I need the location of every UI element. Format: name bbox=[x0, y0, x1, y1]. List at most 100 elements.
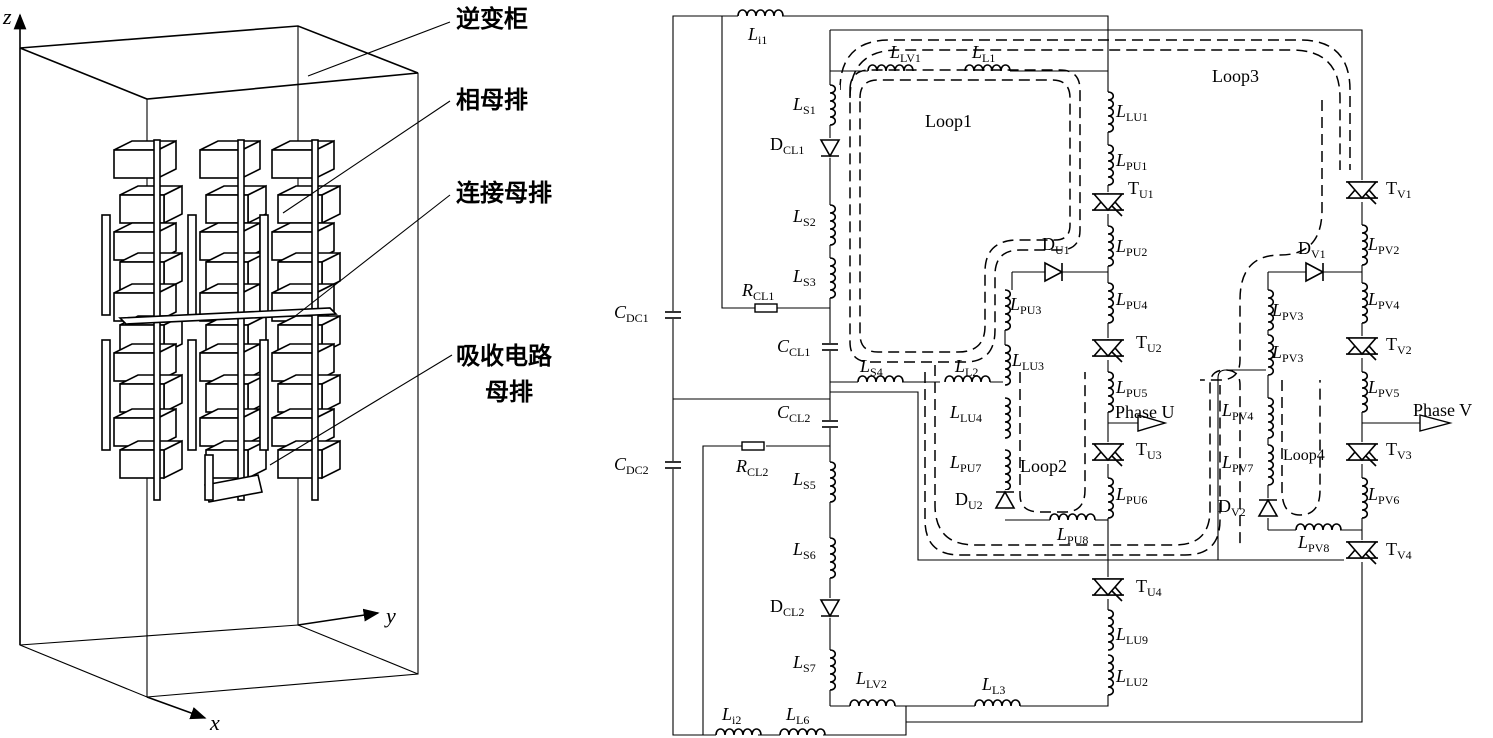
label-lpv4b: LPV4 bbox=[1221, 400, 1253, 423]
label-lpv6: LPV6 bbox=[1367, 484, 1399, 507]
diode-dcl1 bbox=[819, 138, 841, 158]
inductor-ll6 bbox=[779, 728, 826, 736]
label-lpv7: LPV7 bbox=[1221, 452, 1253, 475]
label-cdc1: CDC1 bbox=[614, 302, 649, 325]
label-du1: DU1 bbox=[1042, 234, 1070, 257]
label-dcl2: DCL2 bbox=[770, 596, 804, 619]
axis-z-label: z bbox=[2, 4, 12, 29]
label-dv2: DV2 bbox=[1218, 496, 1246, 519]
phase-u-label: Phase U bbox=[1115, 402, 1175, 422]
inductor-llu1 bbox=[1106, 91, 1118, 133]
label-dv1: DV1 bbox=[1298, 238, 1326, 261]
label-rcl2: RCL2 bbox=[735, 456, 768, 479]
busbar-module-stacks bbox=[101, 139, 341, 503]
busbar-module-c1-r8 bbox=[119, 373, 183, 414]
thyristor-tu1 bbox=[1090, 192, 1126, 217]
axis-x-label: x bbox=[209, 710, 220, 735]
label-cdc2: CDC2 bbox=[614, 454, 649, 477]
inductor-lpu4 bbox=[1106, 282, 1118, 324]
label-lpv3b: LPV3 bbox=[1271, 342, 1303, 365]
inductor-lpv6 bbox=[1360, 477, 1372, 519]
label-lpv8: LPV8 bbox=[1297, 532, 1329, 555]
thyristor-tv4 bbox=[1344, 540, 1380, 565]
busbar-module-c2-r8 bbox=[205, 373, 267, 414]
schematic-labels: Loop1 Loop2 Loop3 Loop4 Phase U Phase V bbox=[925, 66, 1472, 476]
capacitor-ccl1 bbox=[820, 343, 840, 351]
callout-connecting-busbar: 连接母排 bbox=[456, 179, 552, 207]
inductor-lpu2 bbox=[1106, 225, 1118, 267]
busbar-module-c1-r1 bbox=[113, 139, 177, 180]
label-ccl2: CCL2 bbox=[777, 402, 810, 425]
label-lpv4: LPV4 bbox=[1367, 289, 1399, 312]
inductor-lpv4 bbox=[1360, 282, 1372, 324]
inductor-llv1 bbox=[867, 64, 914, 72]
inductor-lpu1 bbox=[1106, 144, 1118, 186]
label-ls3: LS3 bbox=[792, 266, 816, 289]
loop2-label: Loop2 bbox=[1020, 456, 1067, 476]
inductor-lpv4b bbox=[1266, 397, 1278, 439]
inductor-lpv3a bbox=[1266, 289, 1278, 331]
label-ls6: LS6 bbox=[792, 539, 816, 562]
inductor-lpu7 bbox=[1003, 449, 1015, 491]
loop1-label: Loop1 bbox=[925, 111, 972, 131]
loop1-path-outer bbox=[849, 69, 1081, 363]
inductor-ll3 bbox=[974, 699, 1021, 707]
label-tv1: TV1 bbox=[1386, 178, 1412, 201]
label-lpu1: LPU1 bbox=[1115, 150, 1147, 173]
label-llu1: LLU1 bbox=[1115, 101, 1148, 124]
thyristor-tu3 bbox=[1090, 442, 1126, 467]
schematic-wires bbox=[672, 15, 1420, 736]
label-ls5: LS5 bbox=[792, 469, 816, 492]
label-llu3: LLU3 bbox=[1011, 350, 1044, 373]
label-li2: Li2 bbox=[721, 704, 741, 727]
busbar-module-c3-r2 bbox=[277, 184, 341, 225]
inductor-li1 bbox=[737, 9, 784, 17]
output-arrows bbox=[1137, 414, 1453, 432]
callout-snubber-busbar-line2: 母排 bbox=[485, 378, 533, 406]
label-lpu3: LPU3 bbox=[1009, 294, 1041, 317]
label-llv1: LLV1 bbox=[889, 42, 921, 65]
label-ls7: LS7 bbox=[792, 652, 816, 675]
callout-cabinet: 逆变柜 bbox=[456, 5, 528, 33]
capacitor-cdc1 bbox=[663, 311, 683, 319]
inductor-llu3 bbox=[1003, 344, 1015, 386]
axis-y-label: y bbox=[384, 603, 396, 628]
inductor-lpu8 bbox=[1049, 513, 1096, 521]
label-ccl1: CCL1 bbox=[777, 336, 810, 359]
inductor-lpv5 bbox=[1360, 371, 1372, 413]
label-ls4: LS4 bbox=[859, 356, 883, 379]
label-lpu2: LPU2 bbox=[1115, 236, 1147, 259]
diode-du2 bbox=[994, 490, 1016, 510]
loop3-path-down bbox=[1200, 100, 1323, 381]
callouts: 逆变柜 相母排 连接母排 吸收电路 母排 bbox=[269, 5, 553, 466]
diode-dv1 bbox=[1305, 261, 1325, 283]
capacitor-cdc2 bbox=[663, 461, 683, 469]
inductor-llv2 bbox=[849, 699, 896, 707]
label-lpu6: LPU6 bbox=[1115, 484, 1147, 507]
inductor-lpv2 bbox=[1360, 224, 1372, 266]
label-ll2: LL2 bbox=[954, 356, 978, 379]
thyristor-tu2 bbox=[1090, 338, 1126, 363]
inductor-li2 bbox=[715, 728, 762, 736]
callout-snubber-busbar-line1: 吸收电路 bbox=[456, 342, 553, 370]
thyristor-tv2 bbox=[1344, 336, 1380, 361]
label-du2: DU2 bbox=[955, 489, 983, 512]
capacitor-ccl2 bbox=[820, 420, 840, 428]
busbar-module-c1-r2 bbox=[119, 184, 183, 225]
inductor-ll2 bbox=[944, 375, 991, 383]
cabinet-3d-figure: z y x 逆变柜 相母排 连接母排 吸收电路 母排 bbox=[2, 4, 553, 735]
inductor-lpu3 bbox=[1003, 289, 1015, 331]
label-llv2: LLV2 bbox=[855, 668, 887, 691]
label-llu9: LLU9 bbox=[1115, 624, 1148, 647]
inductor-ls2 bbox=[828, 204, 840, 246]
busbar-module-c3-r8 bbox=[277, 373, 341, 414]
busbar-module-c1-r10 bbox=[119, 439, 183, 480]
loop2-path-inner bbox=[1019, 372, 1086, 513]
inductor-llu2 bbox=[1106, 654, 1118, 696]
inductor-llu9 bbox=[1106, 609, 1118, 651]
label-ll6: LL6 bbox=[785, 704, 809, 727]
loop2-path bbox=[934, 365, 1241, 546]
